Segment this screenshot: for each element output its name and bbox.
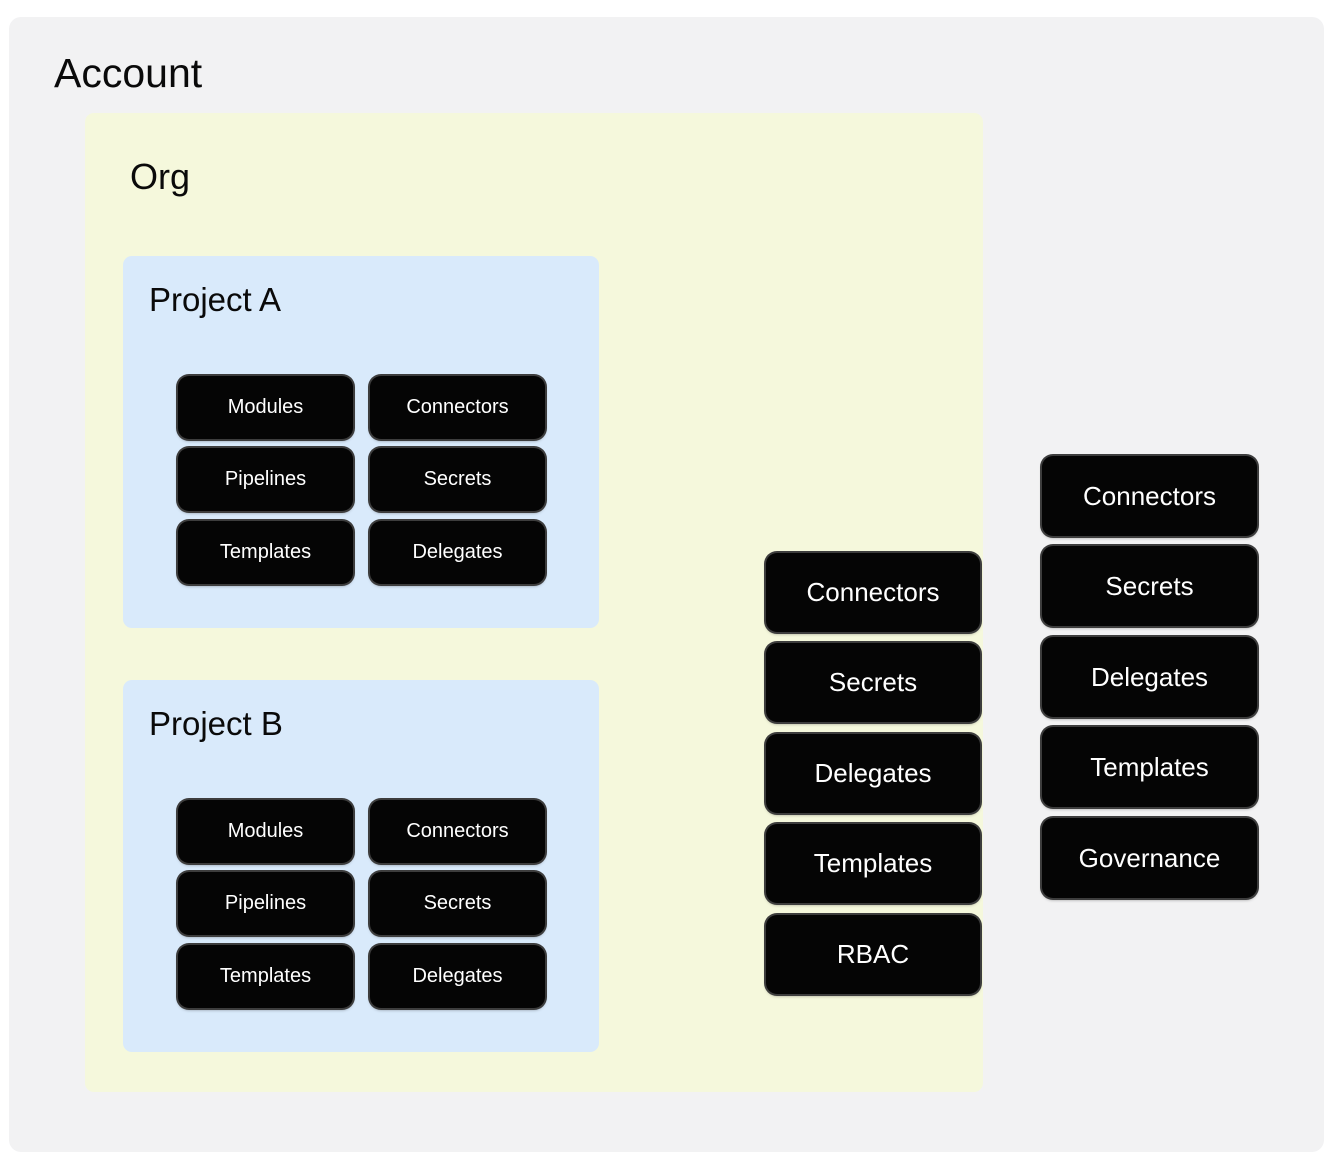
org-scope-container: Org Project A Modules Pipelines Template… [85,113,983,1092]
chip-project-a-delegates[interactable]: Delegates [370,521,545,584]
chip-account-governance[interactable]: Governance [1042,818,1257,898]
chip-project-b-delegates[interactable]: Delegates [370,945,545,1008]
project-b-resource-grid: Modules Pipelines Templates Connectors S… [178,800,545,1008]
project-b-container: Project B Modules Pipelines Templates Co… [123,680,599,1052]
chip-org-templates[interactable]: Templates [766,824,980,903]
chip-account-connectors[interactable]: Connectors [1042,456,1257,536]
chip-project-a-templates[interactable]: Templates [178,521,353,584]
chip-org-rbac[interactable]: RBAC [766,915,980,994]
chip-org-connectors[interactable]: Connectors [766,553,980,632]
chip-project-b-pipelines[interactable]: Pipelines [178,872,353,935]
chip-project-b-templates[interactable]: Templates [178,945,353,1008]
project-a-title: Project A [149,281,282,318]
diagram-canvas: Account Org Project A Modules Pipelines … [9,17,1324,1152]
chip-project-b-secrets[interactable]: Secrets [370,872,545,935]
project-b-title: Project B [149,705,283,742]
chip-project-a-connectors[interactable]: Connectors [370,376,545,439]
org-title: Org [130,156,191,197]
chip-project-a-modules[interactable]: Modules [178,376,353,439]
chip-org-delegates[interactable]: Delegates [766,734,980,813]
chip-account-secrets[interactable]: Secrets [1042,546,1257,626]
project-a-resource-grid: Modules Pipelines Templates Connectors S… [178,376,545,584]
project-a-container: Project A Modules Pipelines Templates Co… [123,256,599,628]
chip-project-a-pipelines[interactable]: Pipelines [178,448,353,511]
account-title: Account [54,50,203,96]
chip-account-delegates[interactable]: Delegates [1042,637,1257,717]
chip-project-b-connectors[interactable]: Connectors [370,800,545,863]
chip-project-b-modules[interactable]: Modules [178,800,353,863]
chip-account-templates[interactable]: Templates [1042,727,1257,807]
chip-project-a-secrets[interactable]: Secrets [370,448,545,511]
chip-org-secrets[interactable]: Secrets [766,643,980,722]
